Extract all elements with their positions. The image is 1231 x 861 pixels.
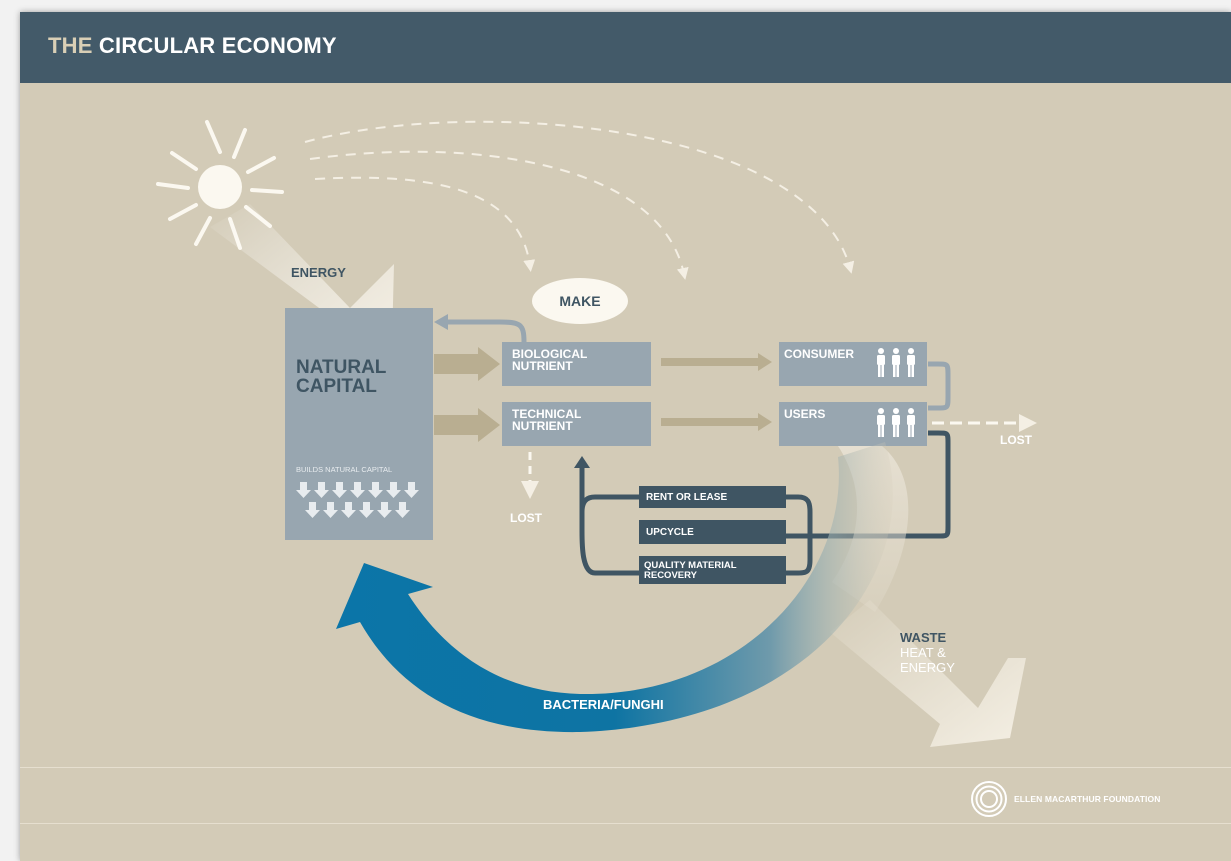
down-arrows-icon: [296, 482, 419, 518]
foundation-branding: ELLEN MACARTHUR FOUNDATION: [970, 780, 1160, 818]
make-label: MAKE: [559, 293, 600, 309]
title-prefix: THE: [48, 33, 93, 58]
footer-divider-top: [20, 767, 1231, 768]
energy-label: ENERGY: [291, 265, 346, 280]
rent-or-lease-box: RENT OR LEASE: [639, 486, 786, 508]
users-return-loop: [640, 430, 951, 539]
people-icon: [877, 408, 915, 437]
waste-label: WASTE: [900, 630, 947, 645]
bacteria-funghi-label: BACTERIA/FUNGHI: [543, 697, 664, 712]
quality-material-recovery-box: QUALITY MATERIAL RECOVERY: [639, 556, 786, 584]
title-main: CIRCULAR ECONOMY: [98, 33, 337, 58]
quality-material-line1: QUALITY MATERIAL: [644, 560, 737, 571]
footer-divider-bottom: [20, 823, 1231, 824]
loops-to-technical-line: [579, 464, 639, 576]
technical-to-users-arrow: [661, 413, 772, 431]
biological-return-line: [446, 319, 527, 343]
foundation-name: ELLEN MACARTHUR FOUNDATION: [1014, 794, 1161, 804]
natural-capital-box: NATURAL CAPITAL BUILDS NATURAL CAPITAL: [285, 308, 433, 540]
header-bar: THE CIRCULAR ECONOMY: [20, 12, 1231, 83]
natural-capital-line1: NATURAL: [296, 357, 387, 378]
waste-energy-label: ENERGY: [900, 660, 955, 675]
biological-to-consumer-arrow: [661, 353, 772, 371]
consumer-users-connector: [928, 361, 951, 411]
capital-to-biological-arrow: [434, 347, 500, 381]
make-ellipse: [532, 278, 628, 324]
builds-natural-capital-label: BUILDS NATURAL CAPITAL: [296, 465, 392, 474]
upcycle-label: UPCYCLE: [646, 527, 694, 538]
technical-line2: NUTRIENT: [512, 419, 573, 433]
foundation-logo-icon: [971, 781, 1007, 817]
lost-bottom-label: LOST: [510, 511, 543, 525]
biological-line2: NUTRIENT: [512, 359, 573, 373]
circular-economy-card: THE CIRCULAR ECONOMY: [20, 12, 1231, 861]
bacteria-funghi-arrow: [336, 442, 893, 733]
upcycle-box: UPCYCLE: [639, 520, 786, 544]
consumer-box: CONSUMER: [779, 342, 927, 386]
natural-capital-line2: CAPITAL: [296, 376, 377, 397]
circular-economy-diagram: ENERGY NATURAL CAPITAL BUILDS NATURAL CA…: [156, 120, 1037, 747]
quality-material-line2: RECOVERY: [644, 570, 698, 581]
lost-right-label: LOST: [1000, 433, 1033, 447]
waste-heat-label: HEAT &: [900, 645, 946, 660]
biological-nutrient-box: BIOLOGICAL NUTRIENT: [502, 342, 651, 386]
people-icon: [877, 348, 915, 377]
capital-to-technical-arrow: [434, 408, 500, 442]
users-label: USERS: [784, 407, 825, 421]
consumer-label: CONSUMER: [784, 347, 854, 361]
biological-line1: BIOLOGICAL: [512, 347, 587, 361]
page-title: THE CIRCULAR ECONOMY: [48, 33, 337, 59]
waste-arrow: [830, 600, 1026, 747]
technical-nutrient-box: TECHNICAL NUTRIENT: [502, 402, 651, 446]
technical-line1: TECHNICAL: [512, 407, 581, 421]
dashed-energy-arcs: [304, 120, 855, 280]
users-box: USERS: [779, 402, 927, 446]
rent-or-lease-label: RENT OR LEASE: [646, 492, 727, 503]
